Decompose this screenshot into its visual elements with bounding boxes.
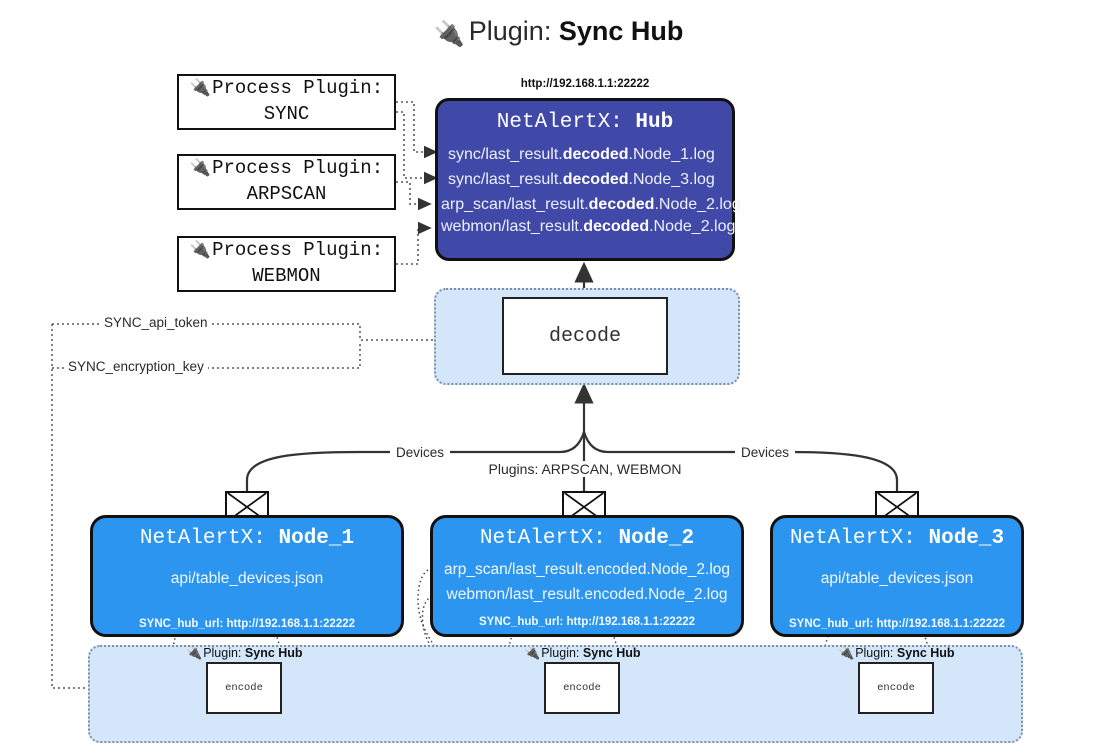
process-plugin-webmon[interactable]: 🔌Process Plugin: WEBMON <box>177 236 396 292</box>
encode-box-node-1[interactable]: encode <box>206 662 282 714</box>
hub-log-line: webmon/last_result.decoded.Node_2.log <box>441 218 736 235</box>
plug-icon: 🔌 <box>524 645 541 660</box>
hub-log-line: sync/last_result.decoded.Node_1.log <box>448 146 715 163</box>
secret-label-encryption-key: SYNC_encryption_key <box>64 359 208 374</box>
node-title: NetAlertX: Node_2 <box>479 527 695 550</box>
hub-title-name: Hub <box>635 111 674 134</box>
plug-icon: 🔌 <box>186 645 203 660</box>
page-title: 🔌Plugin: Sync Hub <box>0 16 1117 49</box>
encode-box-node-3[interactable]: encode <box>858 662 934 714</box>
node-title: NetAlertX: Node_1 <box>139 527 355 550</box>
edge-label-devices-right: Devices <box>735 445 796 460</box>
hub-title: NetAlertX: Hub <box>438 111 732 134</box>
title-prefix: Plugin: <box>468 16 552 46</box>
node-hub-url-label: SYNC_hub_url: http://192.168.1.1:22222 <box>788 617 1006 630</box>
node-log-line: api/table_devices.json <box>170 570 324 587</box>
encoder-plugin-label: 🔌Plugin: Sync Hub <box>838 645 955 660</box>
hub-node[interactable]: NetAlertX: Hub sync/last_result.decoded.… <box>435 98 741 261</box>
edge-label-plugins-middle: Plugins: ARPSCAN, WEBMON <box>465 461 705 477</box>
process-plugin-head: Process Plugin: <box>212 239 384 262</box>
process-plugin-head: Process Plugin: <box>212 157 384 180</box>
node-log-line: api/table_devices.json <box>820 570 974 587</box>
plug-icon: 🔌 <box>189 78 212 98</box>
process-plugin-arpscan[interactable]: 🔌Process Plugin: ARPSCAN <box>177 154 396 210</box>
node-card-node-2[interactable]: NetAlertX: Node_2 arp_scan/last_result.e… <box>430 515 744 637</box>
plug-icon: 🔌 <box>838 645 855 660</box>
decode-label: decode <box>548 324 621 348</box>
encode-box-node-2[interactable]: encode <box>544 662 620 714</box>
process-plugin-name: WEBMON <box>252 265 321 287</box>
node-title: NetAlertX: Node_3 <box>789 527 1005 550</box>
edge-label-devices-left: Devices <box>390 445 451 460</box>
plug-icon: 🔌 <box>189 158 212 178</box>
node-card-node-1[interactable]: NetAlertX: Node_1 api/table_devices.json… <box>90 515 404 637</box>
plug-icon: 🔌 <box>189 240 212 260</box>
process-plugin-sync[interactable]: 🔌Process Plugin: SYNC <box>177 74 396 130</box>
decode-box[interactable]: decode <box>502 297 668 375</box>
hub-url-label: http://192.168.1.1:22222 <box>520 78 650 90</box>
encoder-plugin-label: 🔌Plugin: Sync Hub <box>186 645 303 660</box>
secret-label-api-token: SYNC_api_token <box>100 315 212 330</box>
encode-label: encode <box>877 682 915 694</box>
encode-label: encode <box>563 682 601 694</box>
process-plugin-head: Process Plugin: <box>212 77 384 100</box>
process-plugin-name: SYNC <box>263 103 310 125</box>
hub-title-prefix: NetAlertX: <box>496 111 623 134</box>
process-plugin-name: ARPSCAN <box>246 183 327 205</box>
plug-icon: 🔌 <box>433 20 465 48</box>
hub-log-line: sync/last_result.decoded.Node_3.log <box>448 171 715 188</box>
node-log-line: webmon/last_result.encoded.Node_2.log <box>446 585 728 603</box>
node-card-node-3[interactable]: NetAlertX: Node_3 api/table_devices.json… <box>770 515 1024 637</box>
title-name: Sync Hub <box>558 16 684 46</box>
node-hub-url-label: SYNC_hub_url: http://192.168.1.1:22222 <box>478 615 696 628</box>
encode-label: encode <box>225 682 263 694</box>
encoder-plugin-label: 🔌Plugin: Sync Hub <box>524 645 641 660</box>
node-hub-url-label: SYNC_hub_url: http://192.168.1.1:22222 <box>138 617 356 630</box>
hub-log-line: arp_scan/last_result.decoded.Node_2.log <box>441 196 741 213</box>
node-log-line: arp_scan/last_result.encoded.Node_2.log <box>443 561 731 578</box>
